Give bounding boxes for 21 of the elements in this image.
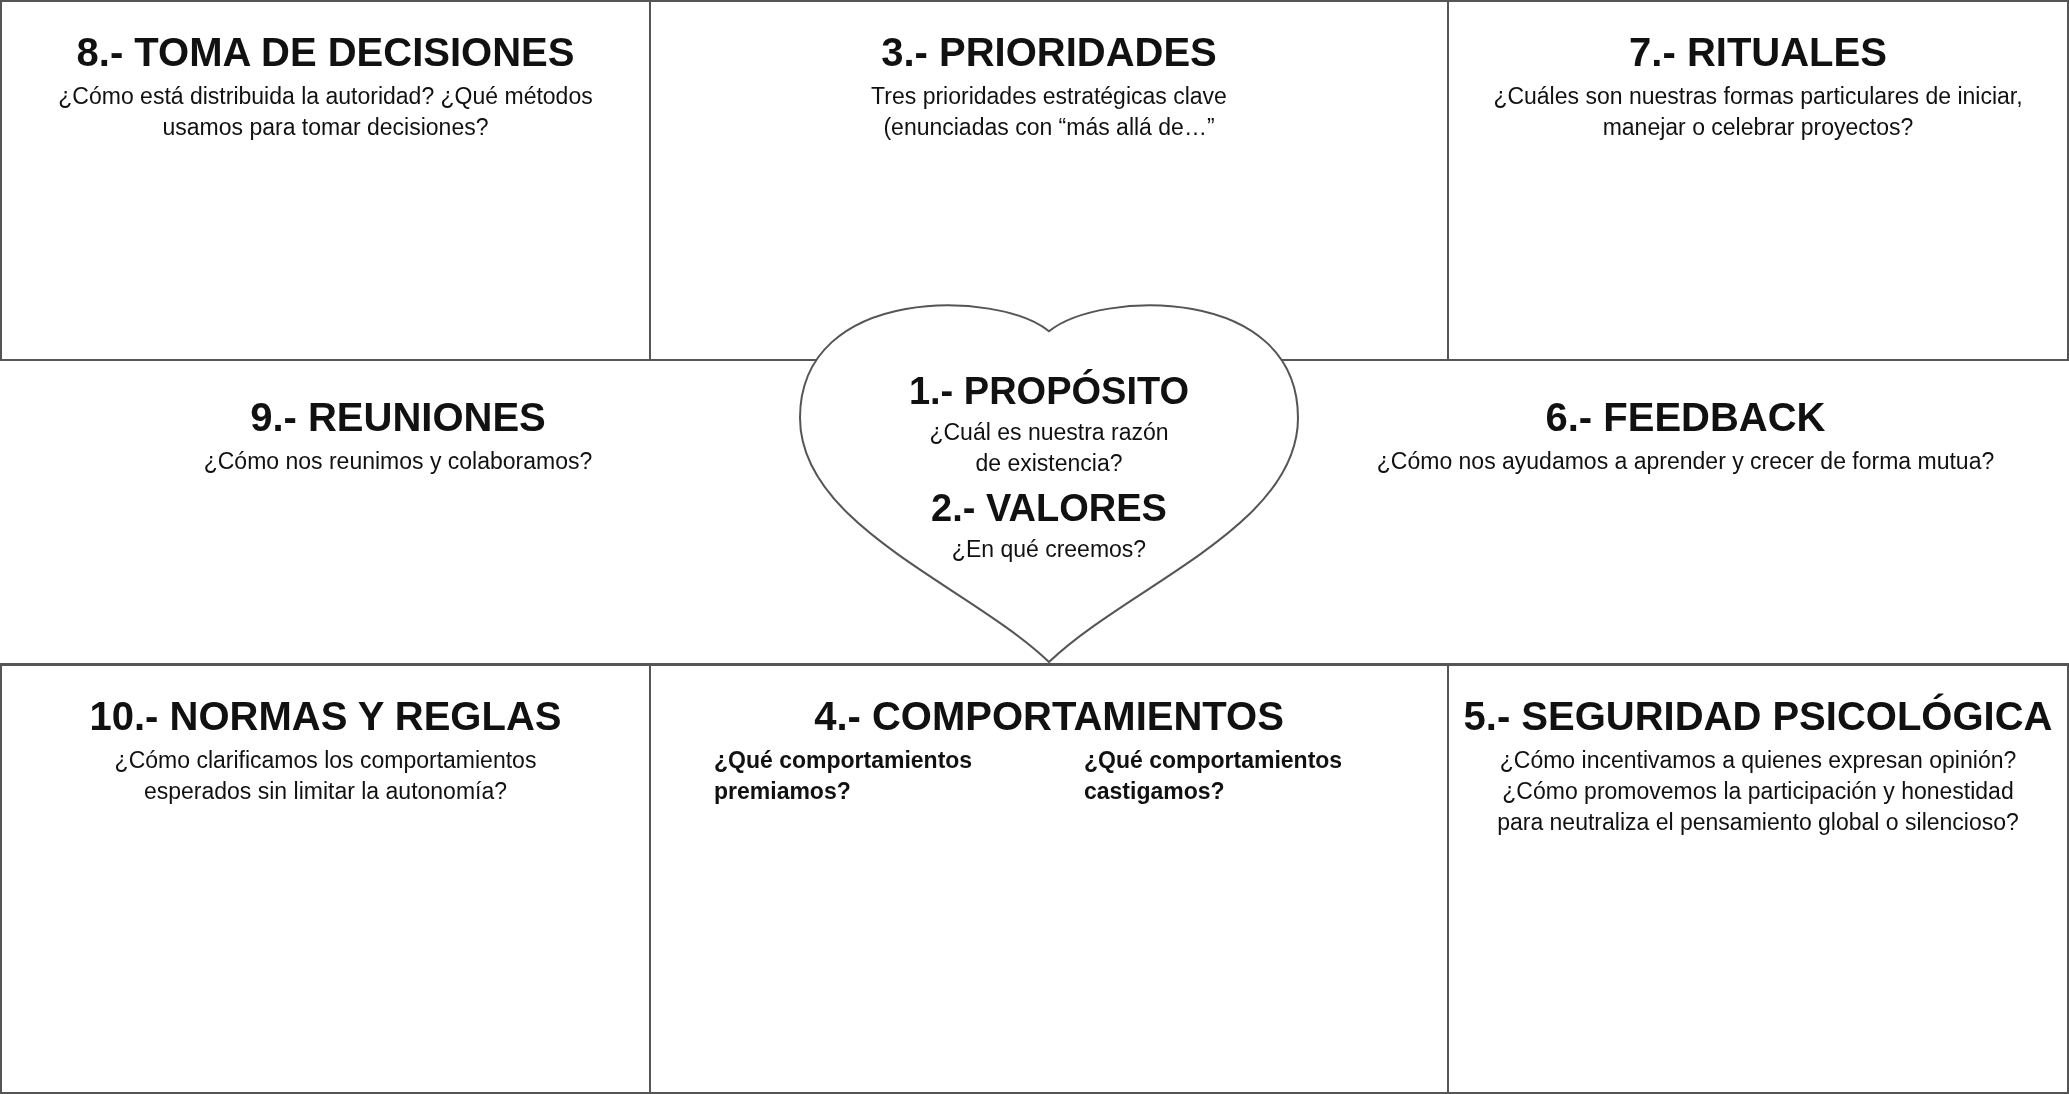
section-heading: 4.- COMPORTAMIENTOS [814,694,1284,739]
question-text: ¿Qué comportamientos castigamos? [1084,746,1344,806]
section-heading: 3.- PRIORIDADES [881,30,1217,75]
question-text: ¿Cuáles son nuestras formas particulares de iniciar, manejar o celebrar proyectos? [1492,82,2024,142]
section-heading: 8.- TOMA DE DECISIONES [76,30,575,75]
question-text: ¿Cómo clarificamos los comportamientos esperados sin limitar la autonomía? [113,746,538,806]
question-text: ¿Cómo nos ayudamos a aprender y crecer de forma mutua? [1376,447,1995,476]
question-text: ¿Cuál es nuestra razón de existencia? [928,418,1170,478]
section-heading: 1.- PROPÓSITO [908,370,1190,413]
section-heading: 7.- RITUALES [1629,30,1887,75]
question-text: Tres prioridades estratégicas clave (enunciadas con “más allá de…” [870,82,1228,142]
question-text: ¿Qué comportamientos premiamos? [714,746,974,806]
section-heading: 10.- NORMAS Y REGLAS [89,694,562,739]
question-text: ¿Cómo está distribuida la autoridad? ¿Qué métodos usamos para tomar decisiones? [57,82,594,142]
section-heading: 2.- VALORES [931,487,1167,530]
section-heading: 6.- FEEDBACK [1545,395,1826,440]
section-heading: 5.- SEGURIDAD PSICOLÓGICA [1463,694,2053,739]
question-text: ¿Cómo nos reunimos y colaboramos? [203,447,593,476]
question-text: ¿En qué creemos? [951,535,1147,564]
section-heading: 9.- REUNIONES [250,395,546,440]
question-text: ¿Cómo incentivamos a quienes expresan opinión? ¿Cómo promovemos la participación y honestidad para neutraliza el pensamiento global o silencioso? [1496,746,2020,837]
